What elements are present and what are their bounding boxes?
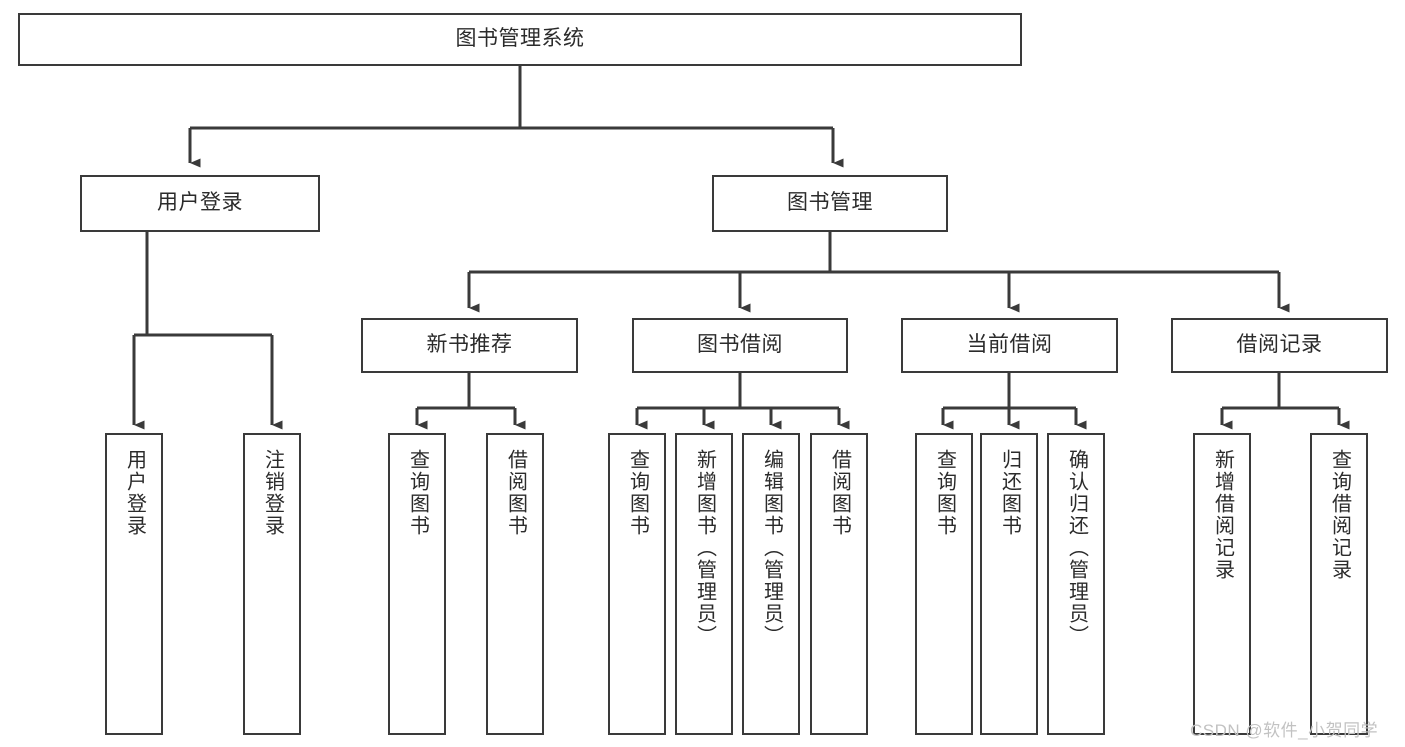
- node-label: 借阅图书: [828, 449, 851, 537]
- node-label: 新增图书（管理员）: [693, 449, 716, 647]
- node-label: 查询图书: [626, 449, 649, 537]
- node-label: 借阅记录: [1236, 333, 1323, 357]
- leaf-borrow-record-query[interactable]: 查询借阅记录: [1310, 433, 1368, 735]
- node-label: 用户登录: [157, 191, 243, 215]
- leaf-book-borrow-edit[interactable]: 编辑图书（管理员）: [742, 433, 800, 735]
- leaf-current-borrow-confirm-return[interactable]: 确认归还（管理员）: [1047, 433, 1105, 735]
- node-book-borrow[interactable]: 图书借阅: [632, 318, 848, 373]
- node-label: 图书管理: [787, 191, 873, 215]
- node-label: 归还图书: [998, 449, 1021, 537]
- node-root-system[interactable]: 图书管理系统: [18, 13, 1022, 66]
- node-label: 借阅图书: [504, 449, 527, 537]
- node-label: 查询图书: [933, 449, 956, 537]
- leaf-current-borrow-query[interactable]: 查询图书: [915, 433, 973, 735]
- node-book-management[interactable]: 图书管理: [712, 175, 948, 232]
- node-label: 新书推荐: [426, 333, 513, 357]
- leaf-new-book-borrow[interactable]: 借阅图书: [486, 433, 544, 735]
- node-label: 新增借阅记录: [1211, 449, 1234, 581]
- node-label: 查询图书: [406, 449, 429, 537]
- node-label: 用户登录: [123, 449, 146, 537]
- node-label: 查询借阅记录: [1328, 449, 1351, 581]
- node-label: 图书借阅: [697, 333, 783, 357]
- leaf-new-book-query[interactable]: 查询图书: [388, 433, 446, 735]
- node-borrow-record[interactable]: 借阅记录: [1171, 318, 1388, 373]
- node-label: 当前借阅: [966, 333, 1053, 357]
- node-label: 编辑图书（管理员）: [760, 449, 783, 647]
- csdn-watermark: CSDN @软件_小贺同学: [1190, 721, 1379, 740]
- node-label: 图书管理系统: [455, 27, 585, 51]
- leaf-user-login-logout[interactable]: 注销登录: [243, 433, 301, 735]
- node-label: 注销登录: [261, 449, 284, 537]
- leaf-borrow-record-add[interactable]: 新增借阅记录: [1193, 433, 1251, 735]
- leaf-book-borrow-borrow[interactable]: 借阅图书: [810, 433, 868, 735]
- node-user-login[interactable]: 用户登录: [80, 175, 320, 232]
- leaf-book-borrow-add[interactable]: 新增图书（管理员）: [675, 433, 733, 735]
- node-new-book-recommend[interactable]: 新书推荐: [361, 318, 578, 373]
- node-current-borrow[interactable]: 当前借阅: [901, 318, 1118, 373]
- leaf-user-login-login[interactable]: 用户登录: [105, 433, 163, 735]
- node-label: 确认归还（管理员）: [1065, 449, 1088, 647]
- leaf-current-borrow-return[interactable]: 归还图书: [980, 433, 1038, 735]
- leaf-book-borrow-query[interactable]: 查询图书: [608, 433, 666, 735]
